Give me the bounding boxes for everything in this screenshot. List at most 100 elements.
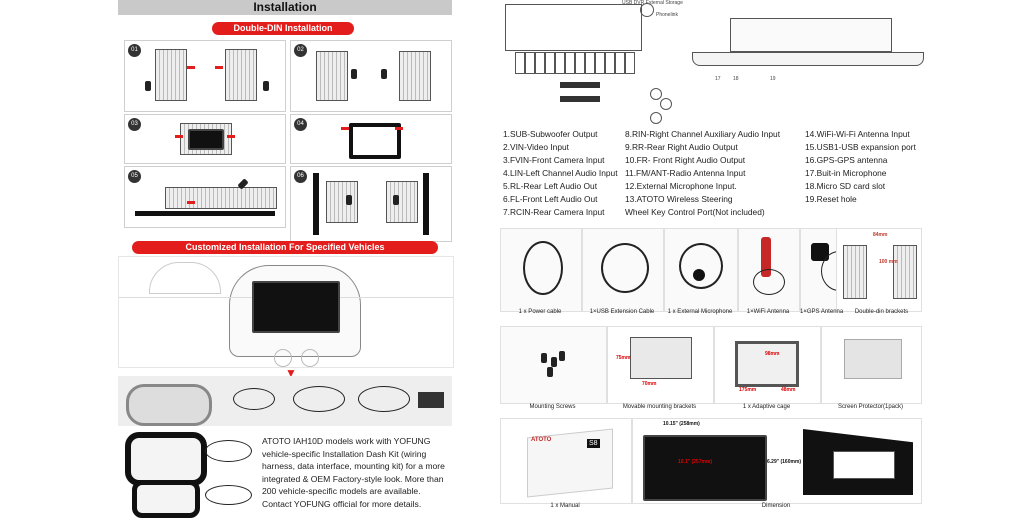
- screw-icon: [541, 353, 547, 363]
- bracket-left: [843, 245, 867, 299]
- plug-icon: [650, 112, 662, 124]
- install-step-02: 02: [290, 40, 452, 112]
- install-step-04: 04: [290, 114, 452, 164]
- usb-dvr-label: USB DVR External Storage: [622, 0, 683, 6]
- port-item: 15.USB1-USB expansion port: [805, 142, 916, 152]
- install-step-03: 03: [124, 114, 286, 164]
- step-number: 04: [294, 118, 307, 131]
- screwdriver-icon: [346, 195, 352, 205]
- step-number: 06: [294, 170, 307, 183]
- harness: [233, 388, 275, 410]
- screw-icon: [551, 357, 557, 367]
- screen-bottom-edge: [692, 52, 924, 66]
- dim-48: 48mm: [781, 387, 796, 393]
- down-arrow-icon: ▼: [285, 366, 297, 380]
- arrow-icon: [341, 127, 349, 130]
- cable: [560, 82, 600, 88]
- port-list-col3: 14.WiFi-Wi-Fi Antenna Input 15.USB1-USB …: [805, 128, 916, 206]
- dim-75: 75mm: [616, 355, 631, 361]
- accessory-label: 1×USB Extension Cable: [589, 309, 655, 315]
- harness: [205, 440, 252, 462]
- port-item: 6.FL-Front Left Audio Out: [503, 194, 598, 204]
- accessory-manual: ATOTO S8: [500, 418, 632, 504]
- harness: [358, 386, 410, 412]
- bracket-right: [225, 49, 257, 101]
- arrow-icon: [227, 135, 235, 138]
- dash-frame: [126, 384, 212, 426]
- hvac-knob: [301, 349, 319, 367]
- port-item: 10.FR- Front Right Audio Output: [625, 155, 746, 165]
- manual-model: S8: [587, 439, 600, 448]
- dimension-diagram: 10.15" (258mm) 10.1" (257mm) 6.29" (160m…: [632, 418, 922, 504]
- port-item: 12.External Microphone Input.: [625, 181, 737, 191]
- arrow-icon: [187, 66, 195, 69]
- port-item: Wheel Key Control Port(Not included): [625, 207, 765, 217]
- dim-diagonal: 10.1" (257mm): [678, 459, 713, 465]
- accessory-double-din-brackets: 84mm 100 mm: [836, 228, 922, 312]
- port-item: 19.Reset hole: [805, 194, 857, 204]
- bracket-right: [399, 51, 431, 101]
- screwdriver-icon: [393, 195, 399, 205]
- screen-front: [643, 435, 767, 501]
- port-item: 5.RL-Rear Left Audio Out: [503, 181, 598, 191]
- plug-icon: [650, 88, 662, 100]
- dim-84: 84mm: [873, 232, 888, 238]
- port-list-col2: 8.RIN-Right Channel Auxiliary Audio Inpu…: [625, 128, 780, 219]
- dash-kit-frame-2: [132, 480, 200, 518]
- head-unit-screen: [252, 281, 340, 333]
- dash-kit-parts: [118, 376, 452, 426]
- port-item: 7.RCIN-Rear Camera Input: [503, 207, 605, 217]
- accessory-movable-brackets: 75mm 70mm: [607, 326, 714, 404]
- arrow-icon: [395, 127, 403, 130]
- accessory-label: 1 x Power cable: [518, 309, 562, 315]
- accessory-adaptive-cage: 98mm 175mm 48mm: [714, 326, 821, 404]
- port-item: 9.RR-Rear Right Audio Output: [625, 142, 738, 152]
- port-item: 2.VIN-Video Input: [503, 142, 569, 152]
- unit-side-profile: [730, 18, 892, 52]
- double-din-title: Double-DIN Installation: [212, 22, 354, 35]
- connector-row: [515, 52, 635, 74]
- microphone-cable-icon: [679, 243, 723, 289]
- accessory-usb-cable: [582, 228, 664, 312]
- accessory-power-cable: [500, 228, 582, 312]
- rear-port-diagram: [505, 4, 642, 104]
- install-step-06: 06: [290, 166, 452, 242]
- dim-100: 100 mm: [879, 259, 898, 265]
- port-item: 16.GPS-GPS antenna: [805, 155, 888, 165]
- hvac-knob: [274, 349, 292, 367]
- screw-icon: [559, 351, 565, 361]
- manual-brand: ATOTO: [531, 437, 552, 443]
- dim-width: 10.15" (258mm): [663, 421, 700, 427]
- bracket-left: [326, 181, 358, 223]
- microphone-icon: [693, 269, 705, 281]
- screw-icon: [547, 367, 553, 377]
- bracket-left: [155, 49, 187, 101]
- port-item: 1.SUB-Subwoofer Output: [503, 129, 598, 139]
- install-step-05: 05: [124, 166, 286, 228]
- label-18: 18: [733, 76, 739, 82]
- accessory-label: 1 x Manual: [550, 503, 580, 509]
- cage-icon: [735, 341, 799, 387]
- harness: [205, 485, 252, 505]
- port-item: 17.Buit-in Microphone: [805, 168, 887, 178]
- accessory-label: 1×WiFi Antenna: [746, 309, 790, 315]
- accessory-label: Screen Protector(1pack): [837, 404, 904, 410]
- antenna-cable: [753, 269, 785, 295]
- head-unit-frame: [349, 123, 401, 159]
- bracket-right: [386, 181, 418, 223]
- port-item: 11.FM/ANT-Radio Antenna Input: [625, 168, 746, 178]
- dim-98: 98mm: [765, 351, 780, 357]
- arrow-icon: [187, 201, 195, 204]
- dash-kit-frame-1: [125, 432, 207, 486]
- dim-70: 70mm: [642, 381, 657, 387]
- usb-cable-icon: [601, 243, 649, 293]
- plug-icon: [660, 98, 672, 110]
- label-17: 17: [715, 76, 721, 82]
- vehicle-dash-illustration: [118, 256, 454, 368]
- power-cable-icon: [523, 241, 563, 295]
- port-item: 18.Micro SD card slot: [805, 181, 886, 191]
- label-19: 19: [770, 76, 776, 82]
- dash-kit-description: ATOTO IAH10D models work with YOFUNG veh…: [262, 436, 445, 509]
- arrow-icon: [175, 135, 183, 138]
- accessory-screws: [500, 326, 607, 404]
